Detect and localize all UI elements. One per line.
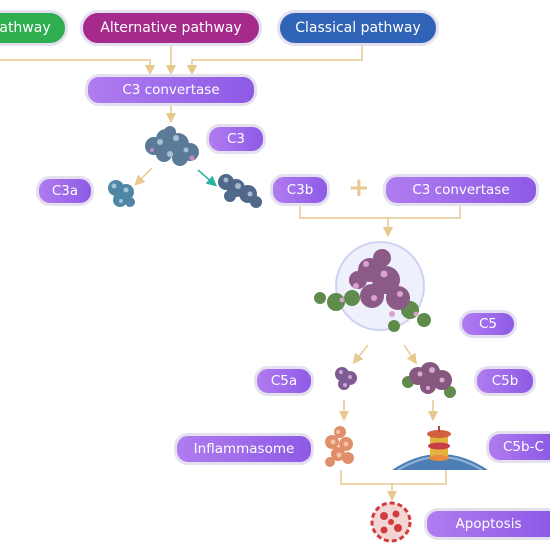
- inflammasome-label: Inflammasome: [174, 433, 314, 465]
- c3a-protein-icon: [104, 176, 140, 210]
- c3-convertase-right-label: C3 convertase: [383, 174, 539, 206]
- c3-label: C3: [206, 124, 266, 154]
- apoptosis-label: Apoptosis: [424, 508, 550, 540]
- plus-sign: +: [348, 177, 366, 199]
- alternative-pathway-pill: Alternative pathway: [80, 10, 262, 46]
- c3b-label: C3b: [270, 174, 330, 206]
- membrane-pore-icon: [390, 424, 490, 470]
- c5b-label: C5b: [474, 366, 536, 396]
- c5-protein-complex-icon: [312, 240, 442, 340]
- inflammasome-protein-icon: [320, 424, 360, 470]
- c5b-protein-icon: [398, 356, 460, 402]
- apoptotic-cell-icon: [368, 500, 414, 544]
- c5-label: C5: [459, 310, 517, 338]
- c3a-label: C3a: [36, 176, 94, 206]
- lectin-pathway-pill: athway: [0, 10, 68, 46]
- c5a-protein-icon: [330, 362, 362, 394]
- classical-pathway-pill: Classical pathway: [277, 10, 439, 46]
- c3-convertase-top-label: C3 convertase: [85, 74, 257, 106]
- c3b-protein-icon: [214, 170, 264, 210]
- c3-protein-icon: [140, 124, 208, 170]
- c5b-complex-label: C5b-C: [486, 431, 550, 463]
- c5a-label: C5a: [254, 366, 314, 396]
